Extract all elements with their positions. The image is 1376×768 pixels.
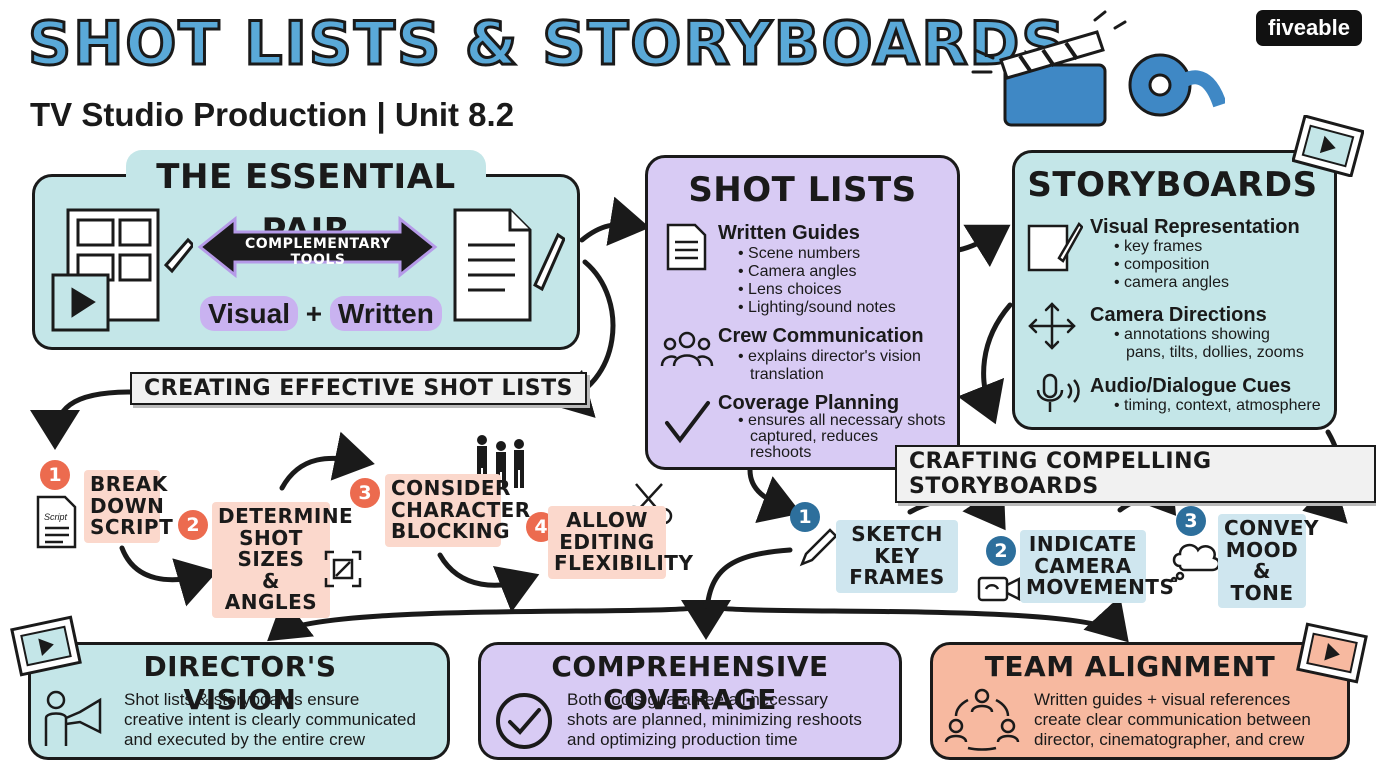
story-section-heading: Visual Representation [1090,216,1300,238]
storyboards-panel [1012,150,1337,430]
essential-pair-title: THE ESSENTIAL PAIR [126,150,486,251]
shot-section-heading: Written Guides [718,222,860,244]
directors-vision-card [28,642,450,760]
step-number: 1 [790,502,820,532]
pencil-icon [799,528,838,567]
shot-bullet: captured, reduces [750,428,879,445]
shot-bullet: • Camera angles [738,263,857,280]
shot-bullet: translation [750,366,824,383]
comprehensive-coverage-title: COMPREHENSIVE COVERAGE [551,650,829,716]
comprehensive-coverage-card [478,642,902,760]
crafting-storyboards-label: CRAFTING COMPELLING STORYBOARDS [895,445,1376,503]
shot-section-heading: Crew Communication [718,325,924,347]
storyboard-sheet-icon [51,208,193,332]
step-number: 2 [986,536,1016,566]
written-label: Written [329,296,442,331]
shot-bullet: • Lighting/sound notes [738,299,896,316]
camera-move-icon [977,576,1021,602]
shot-bullet: reshoots [750,444,812,461]
story-bullet: • annotations showing [1114,326,1270,343]
story-bullet: pans, tilts, dollies, zooms [1126,344,1304,361]
thought-cloud-icon [1170,543,1221,582]
check-circle-icon [496,693,552,749]
complementary-tools-label: COMPLEMENTARY TOOLS [244,236,391,268]
shot-bullet: • Lens choices [738,281,842,298]
story-bullet: • key frames [1114,238,1203,255]
creating-shot-lists-label: CREATING EFFECTIVE SHOT LISTS [130,372,587,405]
script-icon [36,495,77,549]
story-bullet: • timing, context, atmosphere [1114,397,1321,414]
fiveable-logo[interactable]: fiveable [1256,10,1362,46]
shot-section-heading: Coverage Planning [718,392,900,414]
team-alignment-title: TEAM ALIGNMENT [984,650,1276,683]
shot-lists-title: SHOT LISTS [688,170,917,210]
sketch-pad-icon [1027,221,1083,272]
film-frame-icon [1292,115,1364,177]
megaphone-icon [44,690,102,746]
step-number: 2 [178,510,208,540]
story-bullet: • composition [1114,256,1210,273]
team-cycle-icon [944,688,1020,751]
plus-sign: + [305,298,323,329]
page-title: SHOT LISTS & STORYBOARDS [27,9,1067,79]
story-section-heading: Audio/Dialogue Cues [1090,375,1292,397]
shot-bullet: • Scene numbers [738,245,861,262]
document-icon [666,223,707,271]
script-label: Script [44,512,68,522]
double-arrow-icon [197,215,438,279]
written-document-icon [453,208,565,322]
film-frame-icon [10,615,82,677]
team-icon [660,331,714,367]
checkmark-icon [665,401,710,444]
story-bullet: • camera angles [1114,274,1229,291]
storyboards-title: STORYBOARDS [1027,165,1318,205]
directors-vision-title: DIRECTOR'S VISION [143,650,337,716]
film-frame-icon [1296,622,1368,684]
step-number: 1 [40,460,70,490]
microphone-icon [1036,373,1080,412]
shot-bullet: • ensures all necessary shots [738,412,946,429]
step-number: 3 [350,478,380,508]
frame-crop-icon [324,550,362,588]
visual-label: Visual [200,296,298,331]
clapperboard-film-icon [971,10,1225,127]
step-number: 3 [1176,506,1206,536]
visual-written-row: Visual + Written [200,296,442,331]
page-subtitle: TV Studio Production | Unit 8.2 [30,96,515,133]
shot-bullet: • explains director's vision [738,348,921,365]
story-section-heading: Camera Directions [1090,304,1267,326]
move-arrows-icon [1028,302,1076,350]
